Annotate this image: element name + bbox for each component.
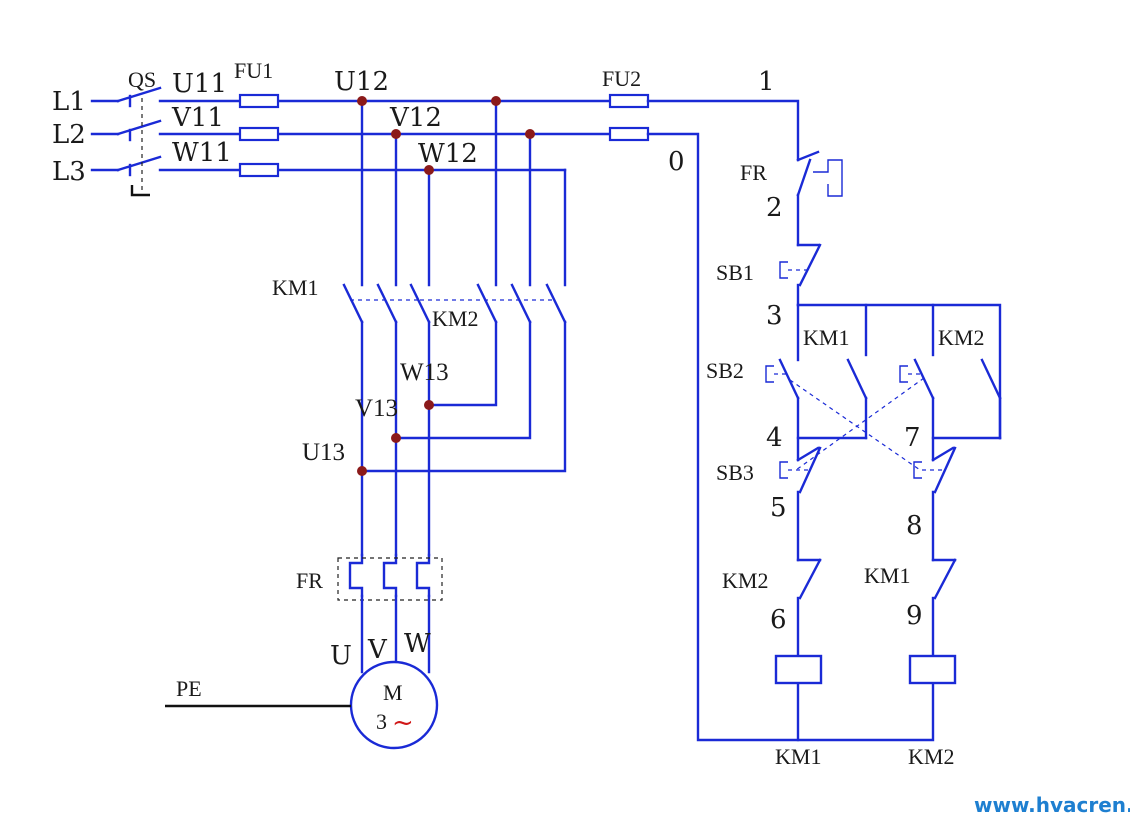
label-qs: QS xyxy=(128,67,156,92)
label-km1-hold: KM1 xyxy=(803,325,849,350)
node-3-bus xyxy=(796,303,1002,440)
km1-interlock-contact xyxy=(931,558,957,658)
label-node-9: 9 xyxy=(906,601,923,631)
label-km2-interlock: KM2 xyxy=(722,568,768,593)
power-cross-wiring xyxy=(360,320,567,557)
label-motor-tilde: ~ xyxy=(392,708,414,738)
label-node-1: 1 xyxy=(758,67,775,97)
label-km2-coil: KM2 xyxy=(908,744,954,769)
label-l1: L1 xyxy=(52,87,86,117)
label-node-8: 8 xyxy=(906,511,923,541)
label-w: W xyxy=(404,629,431,659)
sb3-nc-contact xyxy=(779,446,822,562)
label-v12: V12 xyxy=(389,103,442,133)
label-node-0: 0 xyxy=(668,147,685,177)
km2-coil xyxy=(908,654,957,685)
fu2-fuses xyxy=(608,93,650,142)
label-sb1: SB1 xyxy=(716,260,754,285)
km2-hold-contact xyxy=(931,358,1002,440)
fr-nc-contact xyxy=(796,150,843,247)
label-fu2: FU2 xyxy=(602,66,641,91)
km2-main-contacts xyxy=(420,99,567,324)
junction-dots xyxy=(357,96,535,476)
fr-thermal-elements xyxy=(337,553,443,601)
label-fr-control: FR xyxy=(740,160,767,185)
label-u: U xyxy=(330,641,352,671)
sb2-nc-contact xyxy=(913,446,957,562)
label-pe: PE xyxy=(176,676,202,701)
label-w11: W11 xyxy=(172,138,232,168)
label-w12: W12 xyxy=(418,139,478,169)
km1-main-contacts xyxy=(342,99,431,324)
label-km2-hold: KM2 xyxy=(938,325,984,350)
label-v13: V13 xyxy=(355,395,398,422)
label-u11: U11 xyxy=(172,69,227,99)
label-km1-interlock: KM1 xyxy=(864,563,910,588)
label-km2-main: KM2 xyxy=(432,306,478,331)
label-motor-m: M xyxy=(383,680,403,705)
label-fu1: FU1 xyxy=(234,58,273,83)
sb2-forward-start xyxy=(765,358,800,462)
km1-hold-contact xyxy=(796,358,868,440)
motor-leads xyxy=(360,594,431,674)
fu1-fuses xyxy=(238,93,280,178)
label-v11: V11 xyxy=(171,103,224,133)
label-sb2: SB2 xyxy=(706,358,744,383)
label-node-5: 5 xyxy=(770,493,787,523)
label-node-6: 6 xyxy=(770,605,787,635)
label-km1-main: KM1 xyxy=(272,275,318,300)
watermark: www.hvacren.cn xyxy=(974,793,1130,817)
label-km1-coil: KM1 xyxy=(775,744,821,769)
sb3-reverse-start xyxy=(899,358,935,462)
label-node-3: 3 xyxy=(766,301,783,331)
label-sb3: SB3 xyxy=(716,460,754,485)
label-fr-main: FR xyxy=(296,568,323,593)
km2-interlock-contact xyxy=(796,558,822,658)
sb1-stop-button xyxy=(779,243,822,307)
label-l2: L2 xyxy=(52,120,86,150)
label-motor-3: 3 xyxy=(376,709,387,734)
label-u12: U12 xyxy=(334,67,389,97)
label-node-2: 2 xyxy=(766,193,783,223)
label-node-4: 4 xyxy=(766,423,783,453)
supply-lines xyxy=(90,99,120,172)
label-w13: W13 xyxy=(400,359,449,386)
qs-disconnect-switch xyxy=(116,86,162,197)
label-u13: U13 xyxy=(302,439,345,466)
label-v: V xyxy=(367,635,388,665)
label-node-7: 7 xyxy=(904,423,921,453)
label-l3: L3 xyxy=(52,157,86,187)
km1-coil xyxy=(774,654,823,685)
control-feed-wires xyxy=(646,99,935,742)
